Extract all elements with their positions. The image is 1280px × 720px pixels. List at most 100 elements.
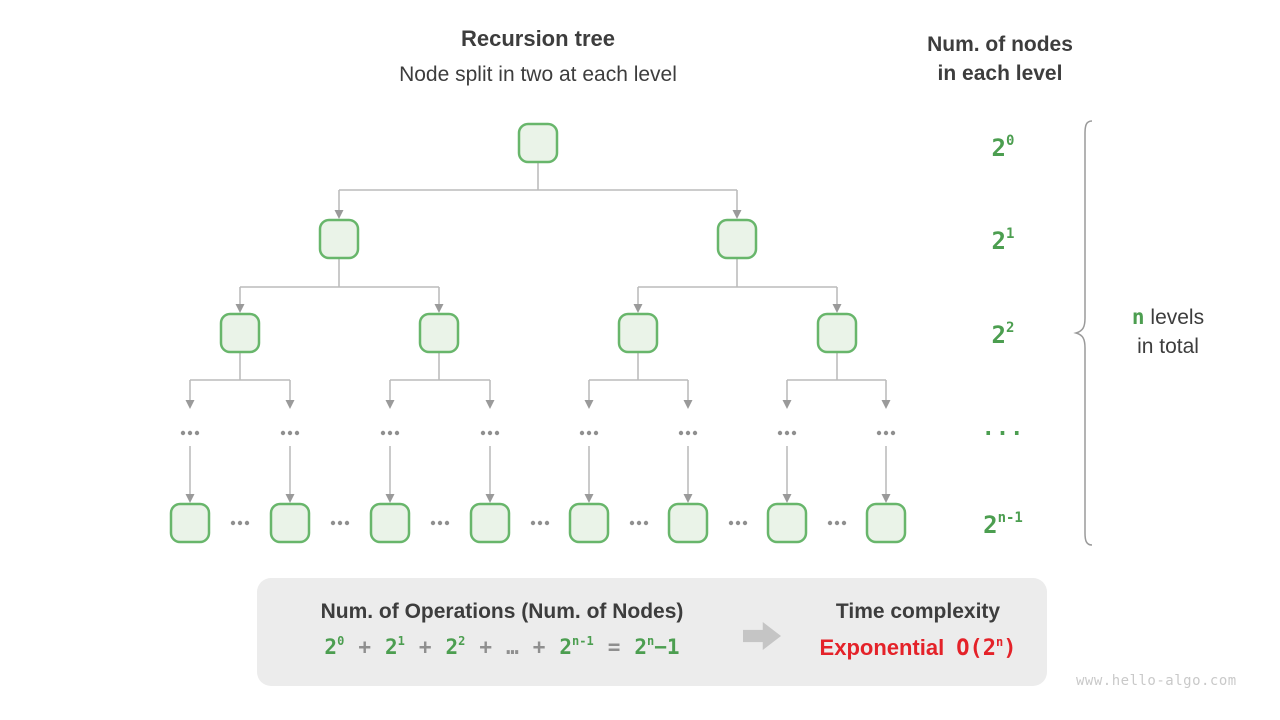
ellipsis-dot (841, 520, 847, 526)
tree-node (469, 502, 511, 544)
formula-token: + (479, 635, 493, 659)
operations-formula: 20+21+22+…+2n-1=2n−1 (282, 634, 722, 659)
ellipsis-dot (685, 430, 691, 436)
ellipsis-dot (344, 520, 350, 526)
time-complexity-value: Exponential O(2n) (778, 635, 1058, 661)
ellipsis-dot (629, 520, 635, 526)
ellipsis-dot (480, 430, 486, 436)
arrowhead-icon (584, 400, 594, 409)
arrowhead-icon (434, 304, 444, 313)
tree-edges (189, 162, 887, 495)
arrowhead-icon (285, 494, 295, 503)
formula-token: 20 (324, 634, 345, 659)
arrowhead-icon (732, 210, 742, 219)
ellipsis-dot (827, 520, 833, 526)
ellipsis-dot (586, 430, 592, 436)
formula-token: + (418, 635, 432, 659)
arrowhead-icon (683, 494, 693, 503)
big-o-notation: O(2n) (956, 634, 1017, 661)
arrowhead-icon (385, 494, 395, 503)
tree-node (766, 502, 808, 544)
formula-token: 21 (384, 634, 405, 659)
ellipsis-dot (244, 520, 250, 526)
arrowhead-icon (235, 304, 245, 313)
ellipsis-dot (380, 430, 386, 436)
tree-ellipsis-dots (180, 430, 896, 526)
tree-node (418, 312, 460, 354)
tree-node (716, 218, 758, 260)
tree-node (169, 502, 211, 544)
time-complexity-title: Time complexity (835, 600, 1001, 623)
arrowhead-icon (185, 494, 195, 503)
ellipsis-dot (187, 430, 193, 436)
tree-node (617, 312, 659, 354)
arrowhead-icon (185, 400, 195, 409)
formula-token: … (506, 635, 519, 659)
ellipsis-dot (728, 520, 734, 526)
complexity-name: Exponential (819, 635, 945, 660)
ellipsis-dot (544, 520, 550, 526)
ellipsis-dot (834, 520, 840, 526)
tree-node (269, 502, 311, 544)
tree-node (568, 502, 610, 544)
ellipsis-dot (180, 430, 186, 436)
arrowhead-icon (385, 400, 395, 409)
ellipsis-dot (784, 430, 790, 436)
arrowhead-icon (683, 400, 693, 409)
ellipsis-dot (337, 520, 343, 526)
ellipsis-dot (537, 520, 543, 526)
tree-nodes (169, 122, 907, 544)
tree-node (816, 312, 858, 354)
ellipsis-dot (430, 520, 436, 526)
arrowhead-icon (584, 494, 594, 503)
arrowhead-icon (485, 494, 495, 503)
tree-node (517, 122, 559, 164)
operations-title: Num. of Operations (Num. of Nodes) (320, 600, 684, 623)
levels-brace (1073, 120, 1093, 546)
formula-token: 22 (445, 634, 466, 659)
nodes-per-level-header-line2: in each level (937, 62, 1063, 85)
arrowhead-icon (334, 210, 344, 219)
arrowhead-icon (782, 400, 792, 409)
arrowhead-icon (485, 400, 495, 409)
ellipsis-dot (791, 430, 797, 436)
n-symbol: n (1131, 305, 1145, 329)
level-count-label: 2n-1 (983, 510, 1023, 539)
formula-token: 2n-1 (559, 634, 594, 659)
arrowhead-icon (285, 400, 295, 409)
ellipsis-dot (437, 520, 443, 526)
ellipsis-dot (487, 430, 493, 436)
ellipsis-dot (643, 520, 649, 526)
implies-arrow-icon (743, 622, 781, 650)
ellipsis-dot (678, 430, 684, 436)
arrowhead-icon (782, 494, 792, 503)
formula-token: + (532, 635, 546, 659)
ellipsis-dot (280, 430, 286, 436)
formula-token: = (607, 635, 621, 659)
tree-node (318, 218, 360, 260)
ellipsis-dot (593, 430, 599, 436)
ellipsis-dot (692, 430, 698, 436)
ellipsis-dot (230, 520, 236, 526)
ellipsis-dot (444, 520, 450, 526)
level-count-label: ... (981, 416, 1025, 441)
ellipsis-dot (237, 520, 243, 526)
ellipsis-dot (777, 430, 783, 436)
ellipsis-dot (530, 520, 536, 526)
nodes-per-level-header: Num. of nodes in each level (890, 30, 1110, 88)
tree-arrowheads (185, 210, 891, 503)
ellipsis-dot (883, 430, 889, 436)
arrowhead-icon (881, 400, 891, 409)
level-count-label: 20 (991, 133, 1015, 162)
levels-word: levels (1144, 306, 1205, 329)
ellipsis-dot (579, 430, 585, 436)
ellipsis-dot (890, 430, 896, 436)
ellipsis-dot (294, 430, 300, 436)
level-count-label: 22 (991, 320, 1015, 349)
diagram-title: Recursion tree (460, 26, 616, 51)
ellipsis-dot (735, 520, 741, 526)
tree-node (369, 502, 411, 544)
tree-node (219, 312, 261, 354)
